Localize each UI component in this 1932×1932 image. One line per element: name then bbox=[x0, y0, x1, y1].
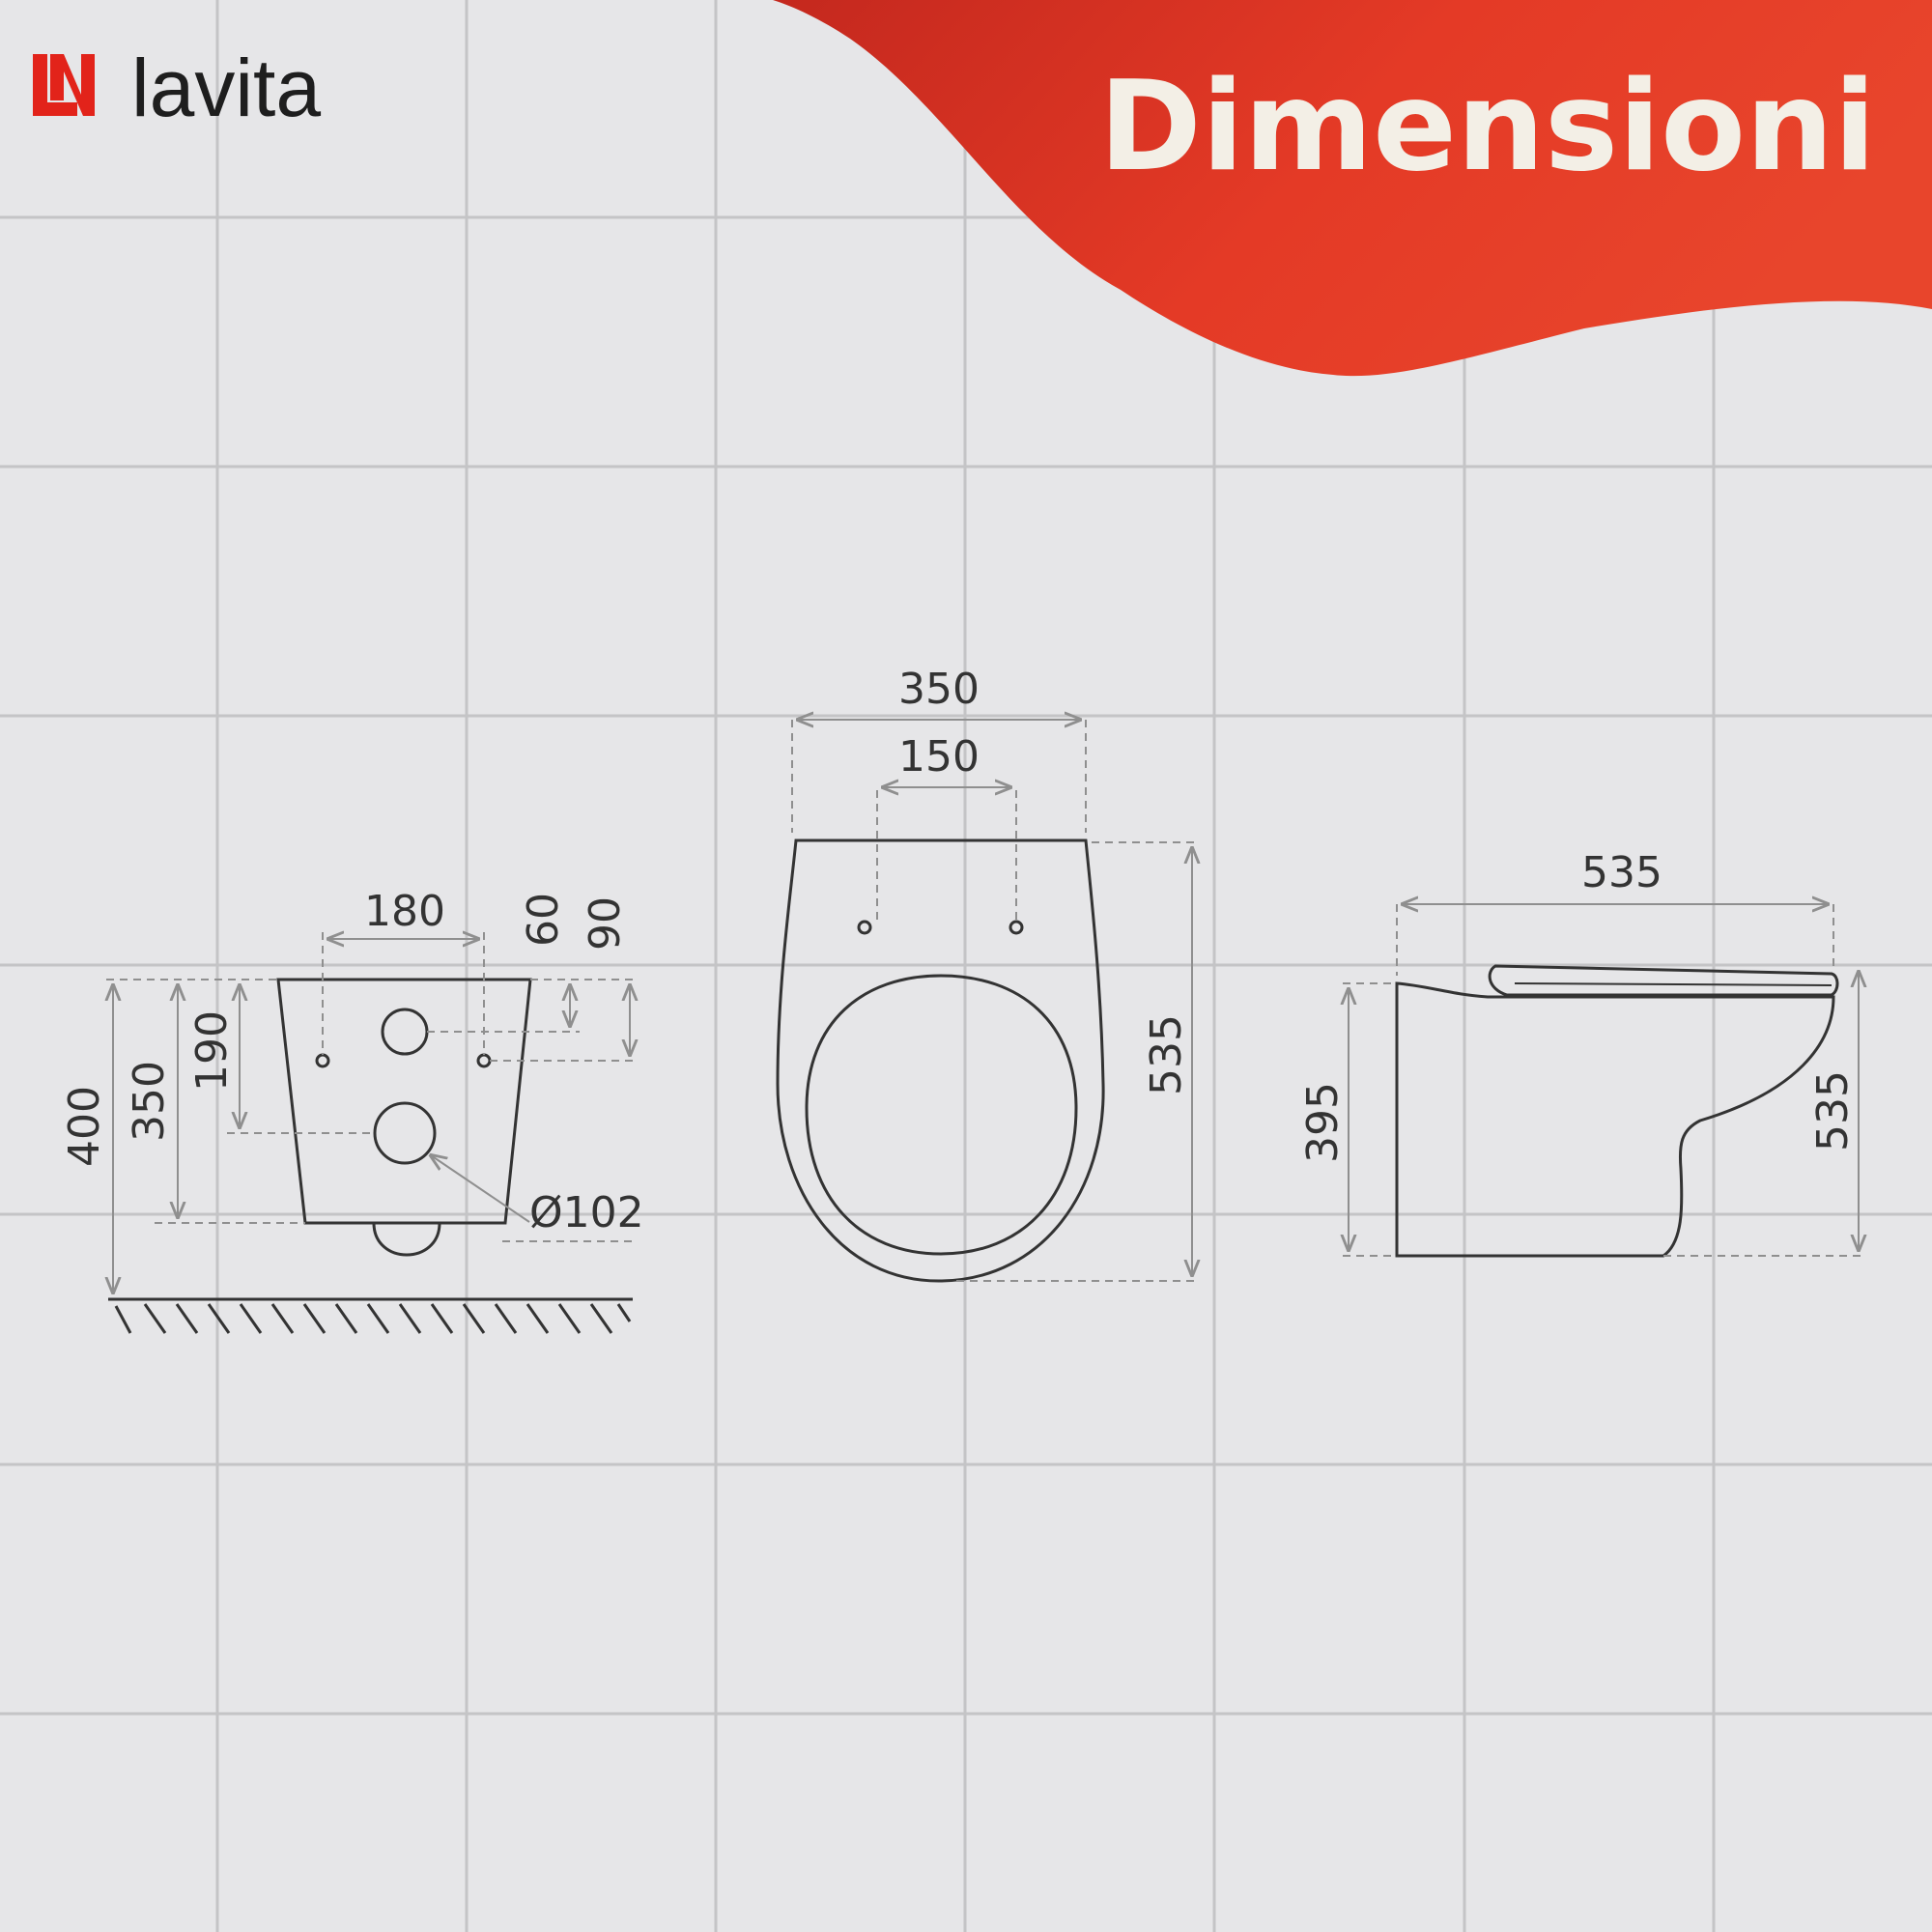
rear-dim-diameter: Ø102 bbox=[529, 1188, 644, 1237]
side-view-drawing: 535 395 535 bbox=[1298, 848, 1864, 1258]
header-banner bbox=[773, 0, 1932, 377]
rear-dim-90: 90 bbox=[581, 896, 630, 951]
rear-dim-180: 180 bbox=[364, 887, 445, 936]
side-dim-395: 395 bbox=[1298, 1082, 1348, 1163]
lavita-logo-icon bbox=[33, 54, 95, 116]
rear-dim-350: 350 bbox=[125, 1061, 174, 1142]
top-dim-535: 535 bbox=[1142, 1014, 1191, 1095]
top-dim-350: 350 bbox=[898, 665, 980, 714]
rear-dim-60: 60 bbox=[519, 893, 568, 947]
side-dim-535-height: 535 bbox=[1808, 1070, 1858, 1151]
rear-dim-400: 400 bbox=[60, 1086, 109, 1167]
rear-dim-190: 190 bbox=[187, 1010, 237, 1092]
side-dim-535-length: 535 bbox=[1581, 848, 1662, 897]
brand-name: lavita bbox=[131, 43, 321, 133]
page-title: Dimensioni bbox=[1099, 55, 1876, 199]
top-view-drawing: 350 150 535 bbox=[776, 665, 1198, 1283]
rear-view-drawing: 180 60 90 400 350 190 Ø102 bbox=[60, 887, 644, 1334]
top-dim-150: 150 bbox=[898, 732, 980, 781]
